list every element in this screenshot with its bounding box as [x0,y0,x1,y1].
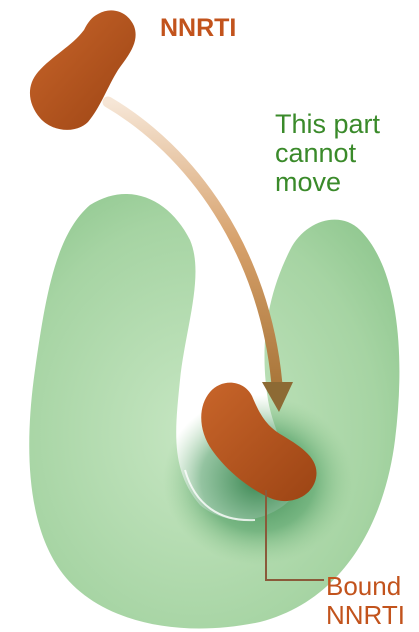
cannot-move-line-3: move [275,168,380,197]
bound-label-line-1: Bound [326,572,405,601]
cannot-move-line-2: cannot [275,139,380,168]
nnrti-label: NNRTI [160,14,236,43]
cannot-move-line-1: This part [275,110,380,139]
bound-label-line-2: NNRTI [326,601,405,630]
cannot-move-label: This part cannot move [275,110,380,197]
bound-nnrti-label: Bound NNRTI [326,572,405,630]
